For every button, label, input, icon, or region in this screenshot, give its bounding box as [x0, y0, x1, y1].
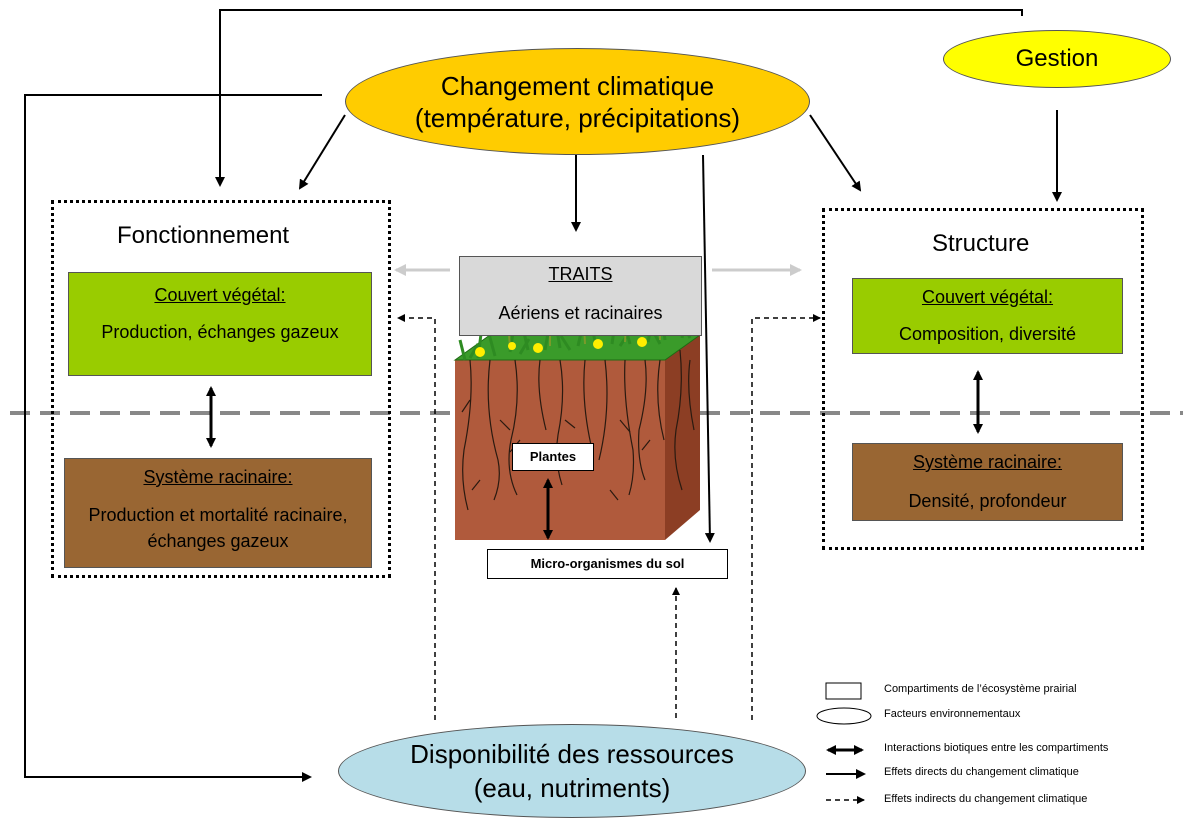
- traits-text: Aériens et racinaires: [498, 303, 663, 323]
- fonctionnement-couvert-text: Production, échanges gazeux: [101, 322, 339, 342]
- fonctionnement-racinaire-text: Production et mortalité racinaire, échan…: [88, 505, 348, 551]
- climate-line2: (température, précipitations): [414, 102, 741, 133]
- legend-ellipse-symbol: [816, 707, 872, 725]
- plantes-label-box: Plantes: [512, 443, 594, 471]
- resources-ellipse: Disponibilité des ressources (eau, nutri…: [338, 724, 806, 818]
- traits-box: TRAITS Aériens et racinaires: [459, 256, 702, 336]
- legend-indirect: Effets indirects du changement climatiqu…: [884, 793, 1088, 805]
- traits-heading: TRAITS: [548, 264, 613, 284]
- arrow-resources-to-fonctionnement: [397, 314, 436, 720]
- resources-line2: (eau, nutriments): [473, 773, 671, 803]
- structure-couvert-box: Couvert végétal: Composition, diversité: [852, 278, 1123, 354]
- climate-line1: Changement climatique: [440, 70, 715, 101]
- fonctionnement-racinaire-heading: Système racinaire:: [143, 467, 293, 487]
- fonctionnement-racinaire-box: Système racinaire: Production et mortali…: [64, 458, 372, 568]
- structure-couvert-text: Composition, diversité: [898, 324, 1077, 344]
- gestion-label: Gestion: [1015, 45, 1099, 72]
- arrow-gestion-to-fonctionnement: [215, 9, 1023, 187]
- structure-title: Structure: [932, 230, 1030, 257]
- fonctionnement-couvert-heading: Couvert végétal:: [154, 285, 286, 305]
- fonctionnement-frame: [51, 200, 391, 578]
- arrow-climate-to-resources: [24, 94, 322, 782]
- arrow-climate-to-fonctionnement: [298, 114, 346, 190]
- structure-couvert-heading: Couvert végétal:: [921, 287, 1054, 307]
- climate-change-ellipse: Changement climatique (température, préc…: [345, 48, 810, 155]
- legend-interactions: Interactions biotiques entre les compart…: [884, 742, 1109, 754]
- resources-line1: Disponibilité des ressources: [410, 739, 734, 769]
- arrow-climate-to-structure: [809, 114, 862, 192]
- structure-racinaire-box: Système racinaire: Densité, profondeur: [852, 443, 1123, 521]
- structure-racinaire-heading: Système racinaire:: [912, 452, 1063, 472]
- legend-rect-symbol: [825, 682, 862, 700]
- micro-organisms-label: Micro-organismes du sol: [530, 556, 685, 571]
- plantes-label: Plantes: [529, 449, 577, 464]
- arrow-resources-to-structure: [751, 314, 821, 720]
- legend-compartments: Compartiments de l’écosystème prairial: [884, 683, 1077, 695]
- structure-racinaire-text: Densité, profondeur: [908, 491, 1067, 511]
- fonctionnement-title: Fonctionnement: [117, 222, 290, 249]
- structure-frame: [822, 208, 1144, 550]
- gestion-ellipse: Gestion: [943, 30, 1171, 88]
- legend-factors: Facteurs environnementaux: [884, 708, 1021, 720]
- micro-organisms-box: Micro-organismes du sol: [487, 549, 728, 579]
- fonctionnement-couvert-box: Couvert végétal: Production, échanges ga…: [68, 272, 372, 376]
- legend-direct: Effets directs du changement climatique: [884, 766, 1079, 778]
- arrow-climate-to-micro: [702, 154, 715, 543]
